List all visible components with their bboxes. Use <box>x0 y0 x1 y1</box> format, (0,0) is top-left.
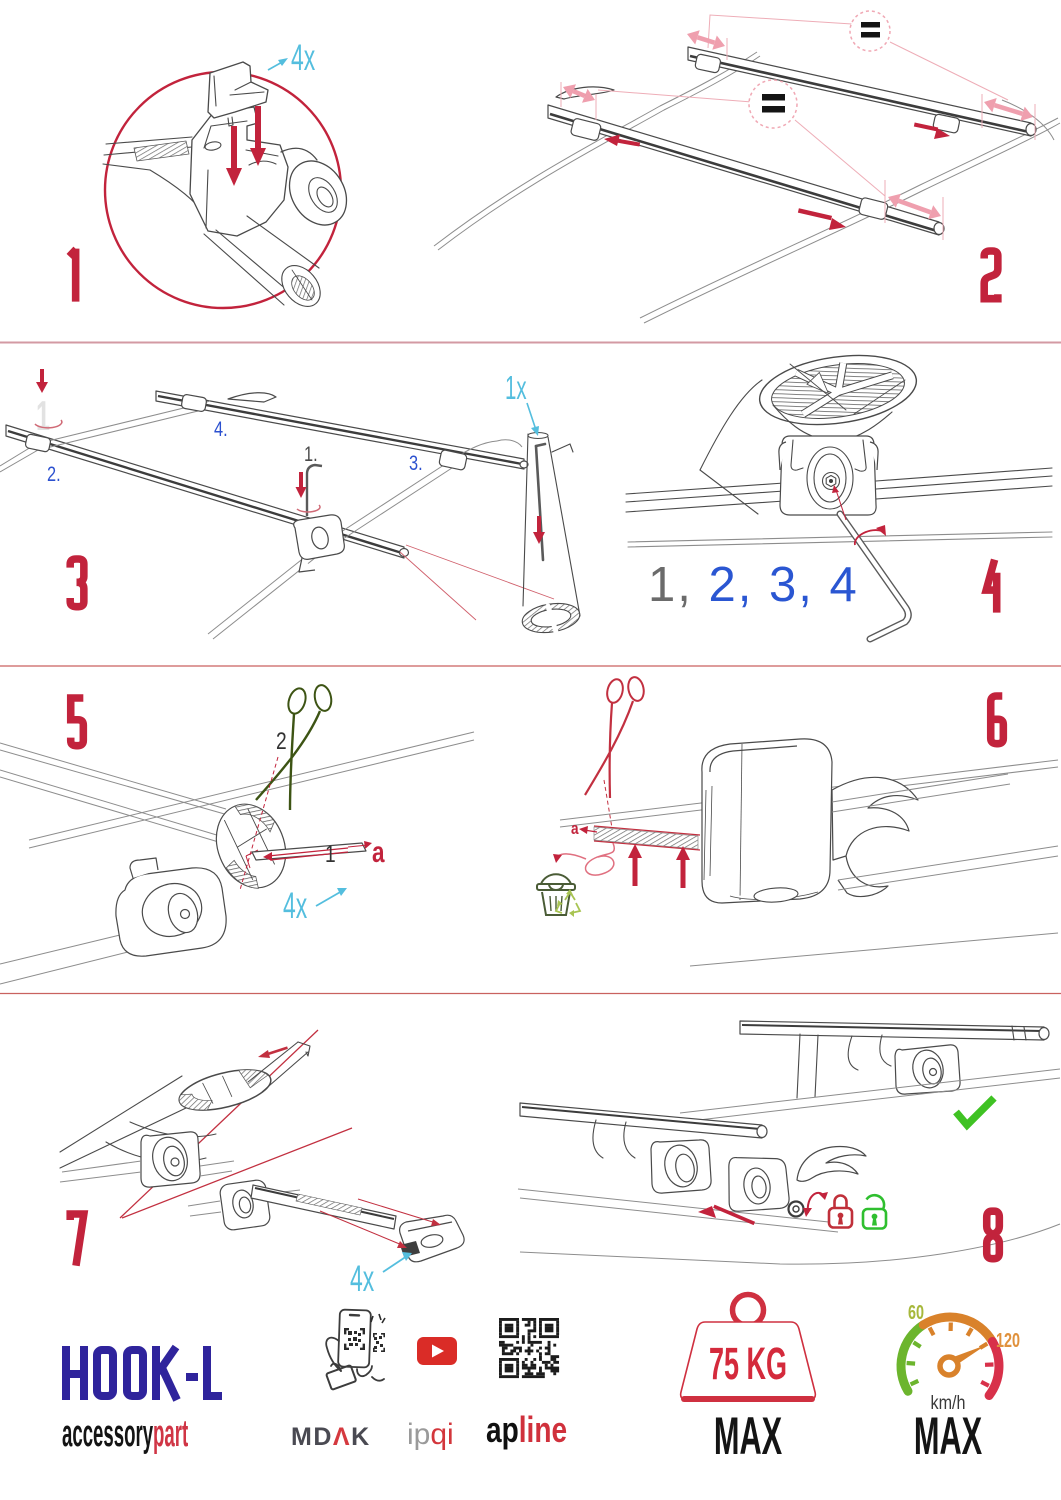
svg-text:accessorypart: accessorypart <box>62 1413 188 1455</box>
svg-text:1x: 1x <box>505 369 527 406</box>
svg-text:2.: 2. <box>47 462 61 485</box>
svg-text:120: 120 <box>996 1329 1020 1352</box>
svg-text:4x: 4x <box>283 884 308 926</box>
svg-text:MAX: MAX <box>714 1408 782 1467</box>
svg-text:4.: 4. <box>214 417 228 440</box>
svg-text:60: 60 <box>908 1301 924 1324</box>
svg-text:a: a <box>372 835 385 869</box>
svg-text:MAX: MAX <box>914 1408 982 1467</box>
svg-text:km/h: km/h <box>931 1392 966 1414</box>
svg-text:1.: 1. <box>304 442 318 465</box>
svg-text:75 KG: 75 KG <box>709 1338 787 1389</box>
svg-text:3.: 3. <box>409 451 423 474</box>
svg-text:1: 1 <box>325 840 336 868</box>
svg-text:2: 2 <box>276 727 287 755</box>
svg-text:4x: 4x <box>291 36 316 78</box>
svg-text:4x: 4x <box>350 1257 375 1299</box>
svg-text:apline: apline <box>486 1410 567 1450</box>
svg-text:a: a <box>571 820 579 839</box>
svg-text:ipqi: ipqi <box>407 1418 454 1451</box>
svg-text:1: 1 <box>36 394 50 440</box>
svg-text:1, 2, 3, 4: 1, 2, 3, 4 <box>648 558 859 612</box>
svg-text:MDΛK: MDΛK <box>291 1423 371 1451</box>
